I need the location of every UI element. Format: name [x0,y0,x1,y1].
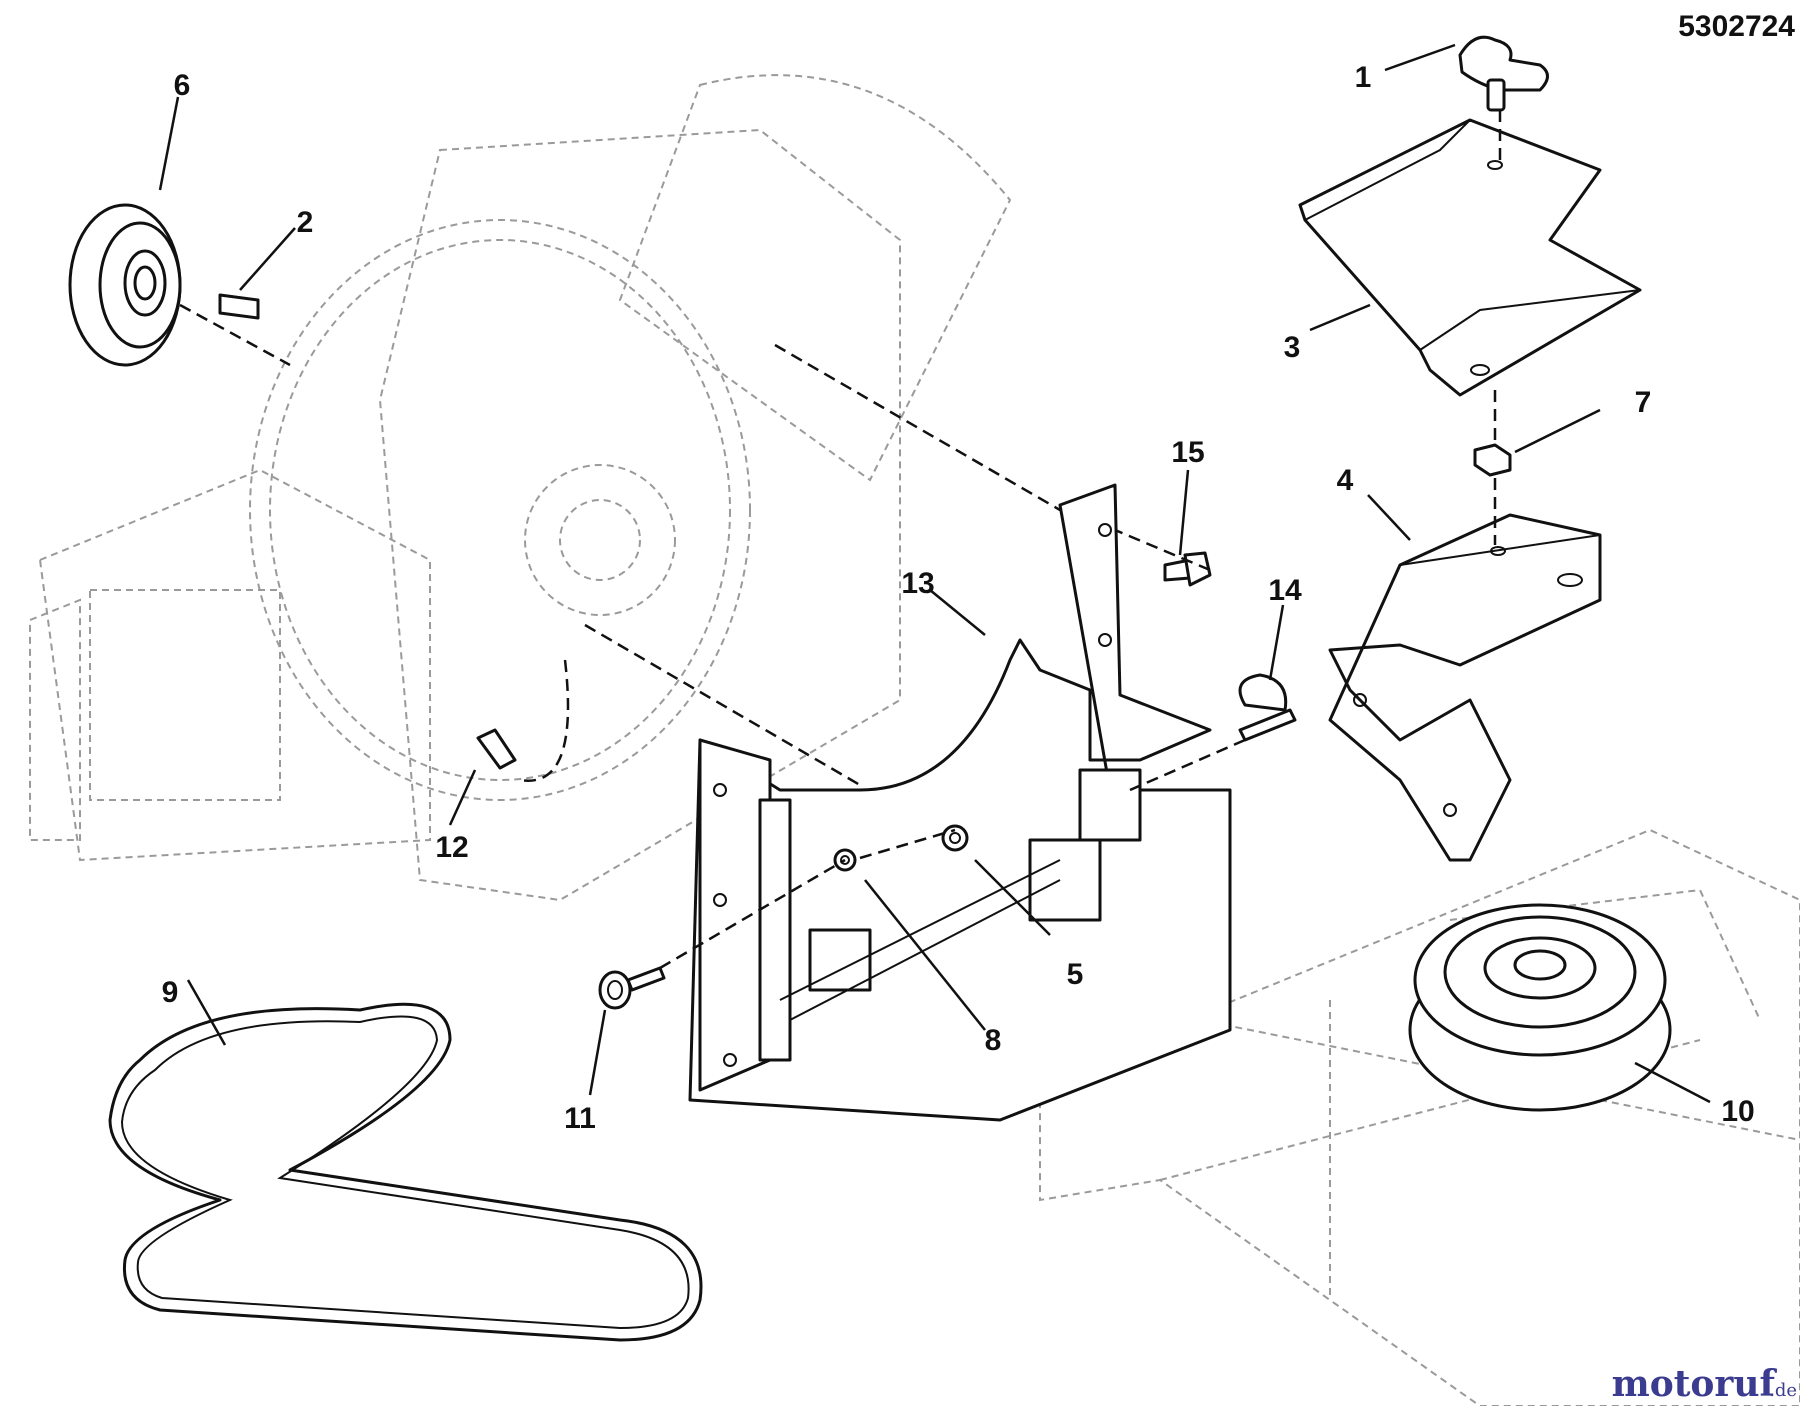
bolt-12 [476,728,517,770]
callout-5: 5 [1067,958,1084,991]
leader-lines [158,43,1711,1104]
v-belt [108,1002,703,1342]
callout-12: 12 [435,831,468,864]
callout-labels: 1 2 3 4 5 6 7 8 9 10 11 12 13 14 15 [162,61,1755,1135]
diagram-code: 5302724 [1678,10,1795,43]
washer-8 [833,848,857,872]
callout-15: 15 [1171,436,1204,469]
callout-13: 13 [901,567,934,600]
nut-5 [941,824,969,852]
callout-4: 4 [1337,464,1354,497]
callout-10: 10 [1721,1095,1754,1128]
assembly-lines [179,110,1502,970]
hand-knob [1458,35,1549,112]
hitch-pin-14 [1238,673,1297,742]
watermark-logo: motoruf .de [1612,1363,1797,1405]
callout-8: 8 [985,1024,1002,1057]
mounting-bracket [688,483,1232,1122]
callout-2: 2 [297,206,314,239]
watermark-text: motoruf [1612,1363,1778,1405]
key-2 [218,293,260,320]
belt-guard [1298,118,1642,397]
watermark-suffix: .de [1769,1380,1797,1401]
callout-3: 3 [1284,331,1301,364]
callout-7: 7 [1635,386,1652,419]
eye-bolt-11 [598,966,666,1010]
callout-6: 6 [174,69,191,102]
callout-14: 14 [1268,574,1302,607]
bolt-15 [1163,551,1212,587]
callout-11: 11 [564,1102,596,1135]
pulley-6 [68,203,182,367]
pulley-10 [1408,903,1672,1112]
callout-1: 1 [1355,61,1372,94]
nut-7 [1473,443,1512,477]
ghost-blower-housing [29,74,1012,902]
callout-9: 9 [162,976,179,1009]
guard-bracket [1328,513,1602,862]
